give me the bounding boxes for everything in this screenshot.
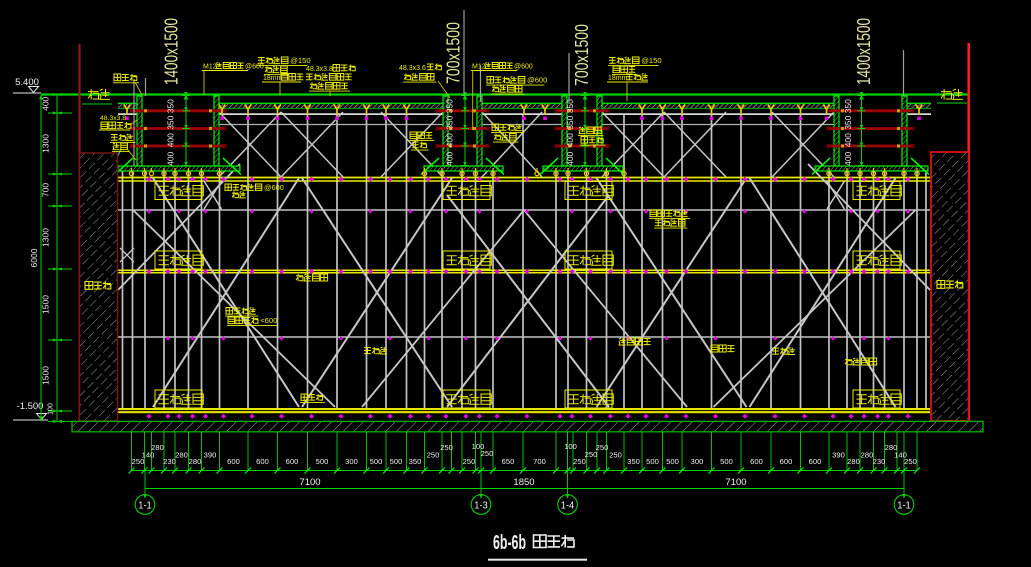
svg-text:250: 250 [440,443,453,452]
svg-text:@600: @600 [514,64,533,71]
svg-text:500: 500 [390,457,403,466]
svg-text:280: 280 [151,443,164,452]
svg-text:400: 400 [166,151,176,165]
svg-text:250: 250 [573,457,586,466]
svg-text:280: 280 [189,457,202,466]
svg-text:@600: @600 [527,76,547,85]
svg-text:600: 600 [256,457,269,466]
svg-text:48.3x3.8: 48.3x3.8 [306,66,333,73]
svg-text:250: 250 [463,457,476,466]
svg-text:280: 280 [847,457,860,466]
svg-text:100: 100 [564,442,577,451]
svg-text:500: 500 [720,457,733,466]
svg-text:350: 350 [409,457,422,466]
svg-text:350: 350 [166,99,176,113]
svg-text:1-1: 1-1 [138,499,152,511]
svg-text:600: 600 [227,457,240,466]
svg-text:600: 600 [750,457,763,466]
svg-text:48.3x3.8: 48.3x3.8 [100,115,126,122]
svg-text:@600: @600 [264,183,284,192]
svg-text:1-3: 1-3 [474,499,488,511]
svg-text:250: 250 [481,449,494,458]
svg-text:400: 400 [565,151,575,165]
svg-text:700x1500: 700x1500 [444,22,464,84]
svg-text:250: 250 [427,451,440,460]
svg-text:140: 140 [142,451,155,460]
svg-text:250: 250 [596,443,609,452]
svg-text:100: 100 [472,442,485,451]
svg-text:250: 250 [904,457,917,466]
svg-text:400: 400 [565,133,575,147]
svg-text:@600: @600 [245,64,264,71]
svg-text:1300: 1300 [41,228,51,247]
svg-text:350: 350 [166,115,176,129]
svg-text:400: 400 [166,133,176,147]
svg-text:700: 700 [533,457,546,466]
svg-text:500: 500 [646,457,659,466]
svg-text:700x1500: 700x1500 [572,24,592,86]
svg-text:100: 100 [48,403,55,415]
svg-text:350: 350 [843,115,853,129]
svg-text:48.3x3.6: 48.3x3.6 [399,65,426,72]
svg-text:1500: 1500 [41,295,51,314]
svg-text:1400x1500: 1400x1500 [162,18,182,85]
svg-text:-1.500: -1.500 [17,401,44,412]
svg-text:400: 400 [445,151,455,165]
svg-text:300: 300 [691,457,704,466]
svg-text:6b-6b: 6b-6b [493,532,526,554]
svg-text:1400x1500: 1400x1500 [854,18,874,85]
svg-text:280: 280 [885,443,898,452]
svg-text:1850: 1850 [513,477,534,488]
svg-text:350: 350 [627,457,640,466]
svg-text:1500: 1500 [41,366,51,385]
svg-text:@150: @150 [641,56,661,65]
svg-text:600: 600 [286,457,299,466]
svg-text:1-1: 1-1 [897,499,911,511]
svg-text:250: 250 [585,450,598,459]
svg-text:700: 700 [41,183,51,197]
svg-text:500: 500 [666,457,679,466]
svg-text:600: 600 [809,457,822,466]
svg-text:350: 350 [565,115,575,129]
svg-text:350: 350 [445,99,455,113]
svg-text:@150: @150 [290,56,310,65]
svg-text:18mm: 18mm [608,75,628,82]
svg-text:400: 400 [445,133,455,147]
svg-text:350: 350 [565,99,575,113]
svg-text:7100: 7100 [299,477,320,488]
svg-text:140: 140 [894,451,907,460]
svg-text:250: 250 [132,457,145,466]
svg-text:280: 280 [175,451,188,460]
svg-text:650: 650 [502,457,515,466]
svg-text:400: 400 [843,133,853,147]
svg-text:18mm: 18mm [263,75,283,82]
svg-text:250: 250 [609,451,622,460]
svg-text:230: 230 [873,457,886,466]
svg-text:350: 350 [843,99,853,113]
svg-text:390: 390 [832,451,845,460]
svg-text:M12: M12 [472,64,486,71]
svg-text:7100: 7100 [725,477,746,488]
svg-text:1-4: 1-4 [561,499,575,511]
svg-text:400: 400 [843,151,853,165]
svg-text:5.400: 5.400 [15,77,39,88]
svg-text:500: 500 [370,457,383,466]
svg-text:6000: 6000 [29,248,39,267]
svg-text:390: 390 [204,451,217,460]
svg-text:350: 350 [445,115,455,129]
svg-text:1300: 1300 [41,134,51,153]
svg-text:400: 400 [41,96,51,110]
svg-text:230: 230 [163,457,176,466]
svg-text:M12: M12 [203,64,217,71]
svg-text:300: 300 [345,457,358,466]
svg-text:<600: <600 [260,316,277,325]
svg-text:500: 500 [316,457,329,466]
svg-text:280: 280 [861,451,874,460]
svg-text:600: 600 [780,457,793,466]
